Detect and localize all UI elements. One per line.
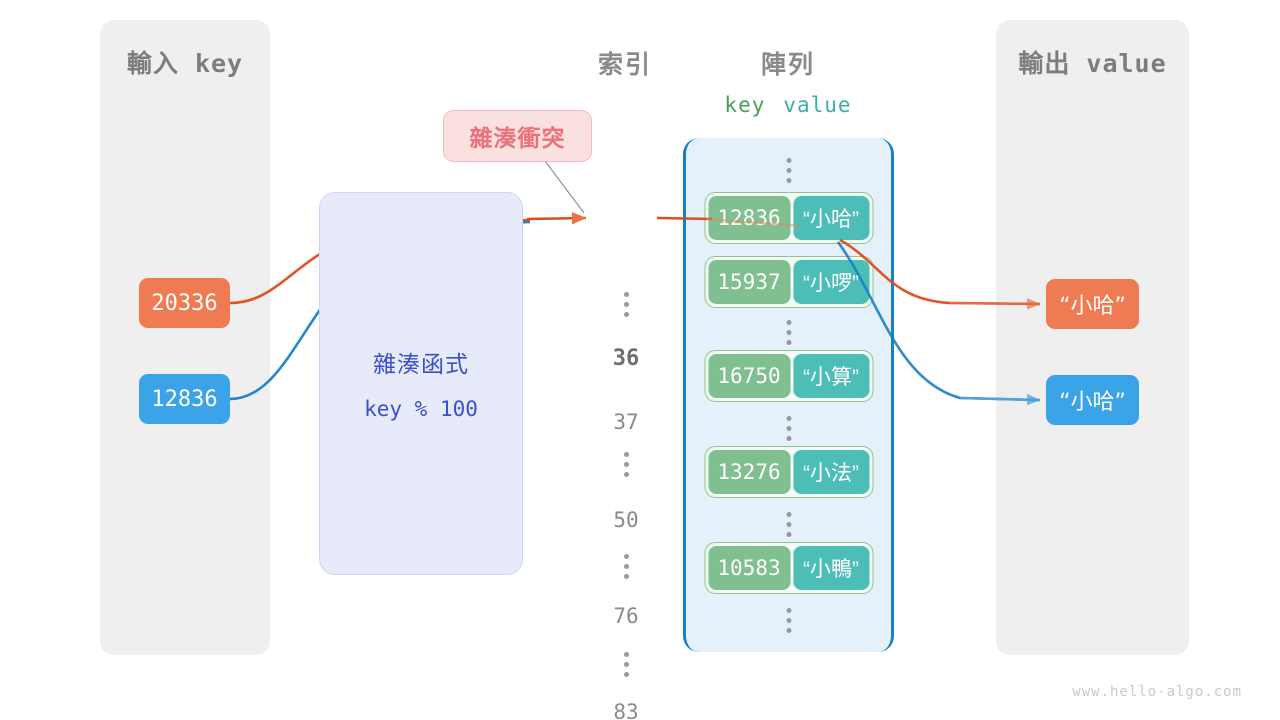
- index-label-36: 36: [612, 346, 640, 371]
- output-panel-title: 輸出 value: [1018, 49, 1167, 78]
- array-column-heading: 陣列: [760, 51, 816, 79]
- value-heading-label: value: [783, 93, 852, 117]
- output-panel: 輸出 value: [996, 20, 1189, 655]
- input-key-chip-1[interactable]: 12836: [139, 374, 230, 424]
- input-panel-title: 輸入 key: [126, 49, 244, 78]
- hash-collision-badge: 雜湊衝突: [443, 110, 592, 162]
- index-ellipsis: [595, 292, 657, 317]
- index-column: 36 37 50 76 83: [595, 140, 657, 720]
- bucket-value: “小啰”: [793, 260, 869, 304]
- bucket-entry[interactable]: 15937“小啰”: [704, 256, 873, 308]
- key-value-heading: key value: [724, 93, 851, 117]
- array-ellipsis: [786, 320, 791, 345]
- index-ellipsis: [595, 652, 657, 677]
- bucket-value: “小哈”: [793, 196, 869, 240]
- hash-function-formula: key % 100: [364, 397, 478, 421]
- bucket-entry[interactable]: 16750“小算”: [704, 350, 873, 402]
- hash-function-box: 雜湊函式 key % 100: [319, 192, 523, 575]
- index-label-37: 37: [613, 410, 639, 434]
- index-column-heading: 索引: [597, 51, 653, 79]
- index-ellipsis: [595, 452, 657, 477]
- index-ellipsis: [595, 554, 657, 579]
- vertical-ellipsis-icon: [595, 452, 657, 477]
- bucket-key: 13276: [708, 450, 790, 494]
- bucket-value: “小鴨”: [793, 546, 869, 590]
- array-ellipsis: [786, 416, 791, 441]
- input-key-chip-0[interactable]: 20336: [139, 278, 230, 328]
- bucket-key: 10583: [708, 546, 790, 590]
- bucket-value: “小法”: [793, 450, 869, 494]
- key-heading-label: key: [724, 93, 766, 117]
- vertical-ellipsis-icon: [595, 554, 657, 579]
- hash-function-title: 雜湊函式: [373, 351, 469, 377]
- bucket-key: 15937: [708, 260, 790, 304]
- bucket-key: 16750: [708, 354, 790, 398]
- bucket-entry[interactable]: 13276“小法”: [704, 446, 873, 498]
- index-label-83: 83: [613, 700, 639, 720]
- bucket-entry[interactable]: 10583“小鴨”: [704, 542, 873, 594]
- output-value-chip-0[interactable]: “小哈”: [1046, 279, 1139, 329]
- index-label-76: 76: [613, 604, 639, 628]
- output-value-chip-1[interactable]: “小哈”: [1046, 375, 1139, 425]
- array-ellipsis: [786, 512, 791, 537]
- bucket-entry[interactable]: 12836“小哈”: [704, 192, 873, 244]
- input-panel: 輸入 key: [100, 20, 270, 655]
- watermark: www.hello-algo.com: [1072, 684, 1242, 700]
- bucket-value: “小算”: [793, 354, 869, 398]
- vertical-ellipsis-icon: [595, 652, 657, 677]
- index-label-50: 50: [613, 508, 639, 532]
- array-ellipsis: [786, 158, 791, 183]
- bucket-key: 12836: [708, 196, 790, 240]
- vertical-ellipsis-icon: [595, 292, 657, 317]
- array-container: 12836“小哈”15937“小啰”16750“小算”13276“小法”1058…: [683, 138, 894, 652]
- array-ellipsis: [786, 608, 791, 633]
